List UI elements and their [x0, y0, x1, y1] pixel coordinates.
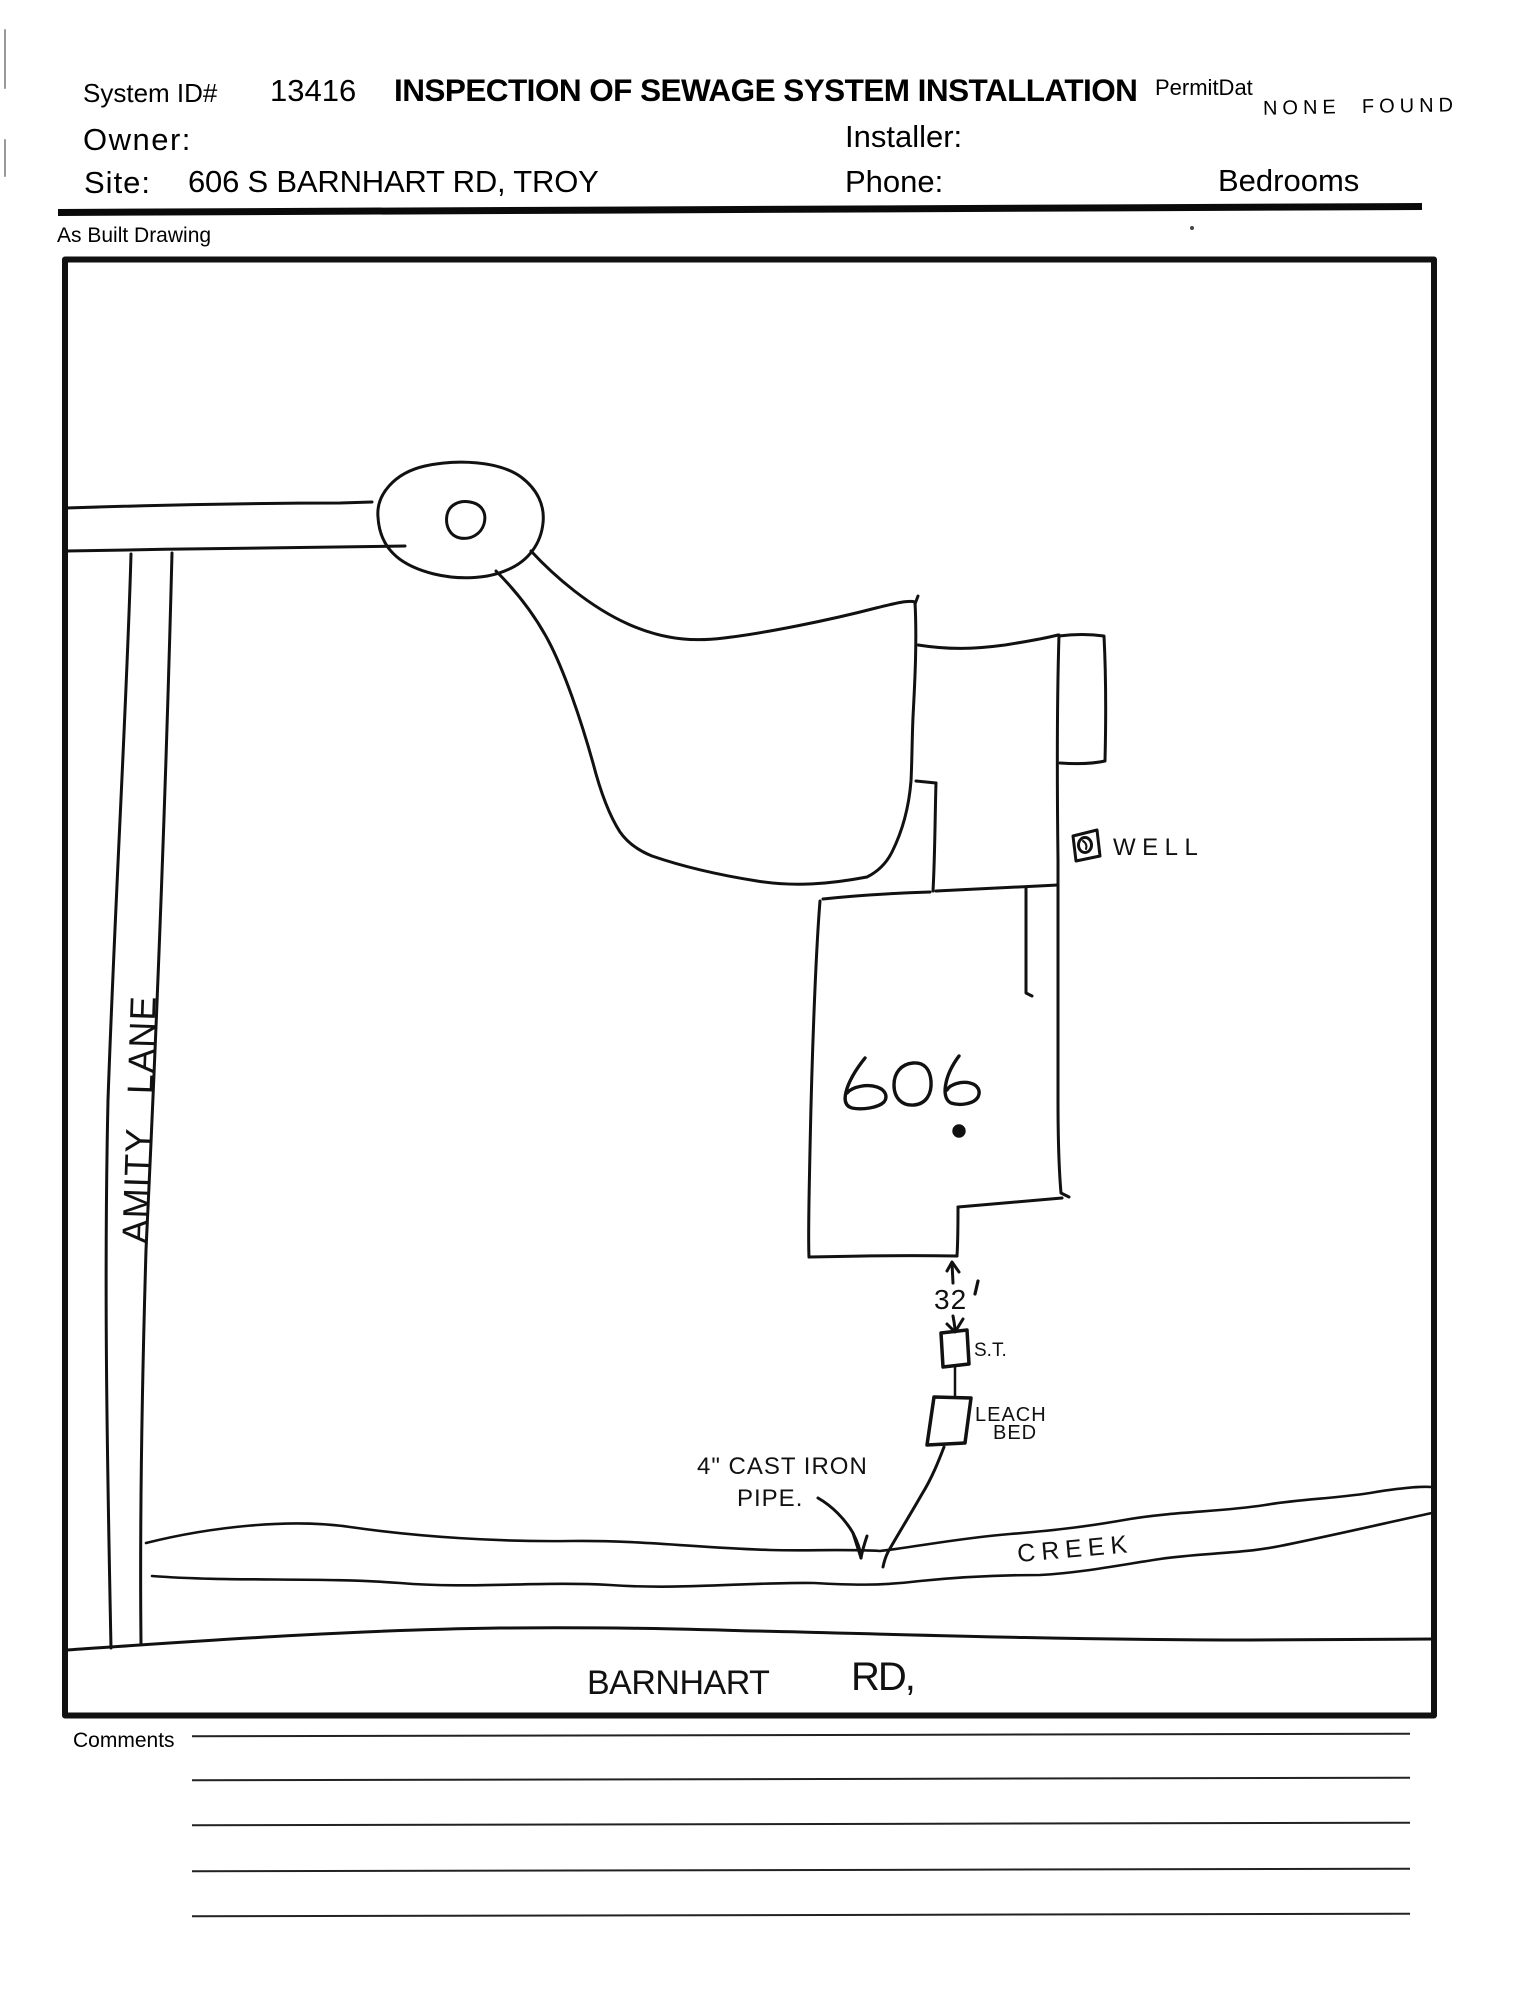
svg-text:PIPE.: PIPE.: [737, 1485, 803, 1512]
svg-text:WELL: WELL: [1113, 834, 1204, 861]
svg-text:BARNHART: BARNHART: [587, 1664, 769, 1702]
svg-text:AMITY LANE: AMITY LANE: [114, 995, 164, 1245]
svg-text:S.T.: S.T.: [974, 1340, 1007, 1361]
svg-text:CREEK: CREEK: [1016, 1530, 1134, 1568]
svg-text:4" CAST IRON: 4" CAST IRON: [697, 1453, 868, 1480]
svg-text:BED: BED: [993, 1422, 1037, 1444]
svg-text:RD,: RD,: [851, 1655, 914, 1699]
svg-text:32: 32: [934, 1284, 967, 1315]
svg-text:LEACH: LEACH: [975, 1404, 1047, 1426]
